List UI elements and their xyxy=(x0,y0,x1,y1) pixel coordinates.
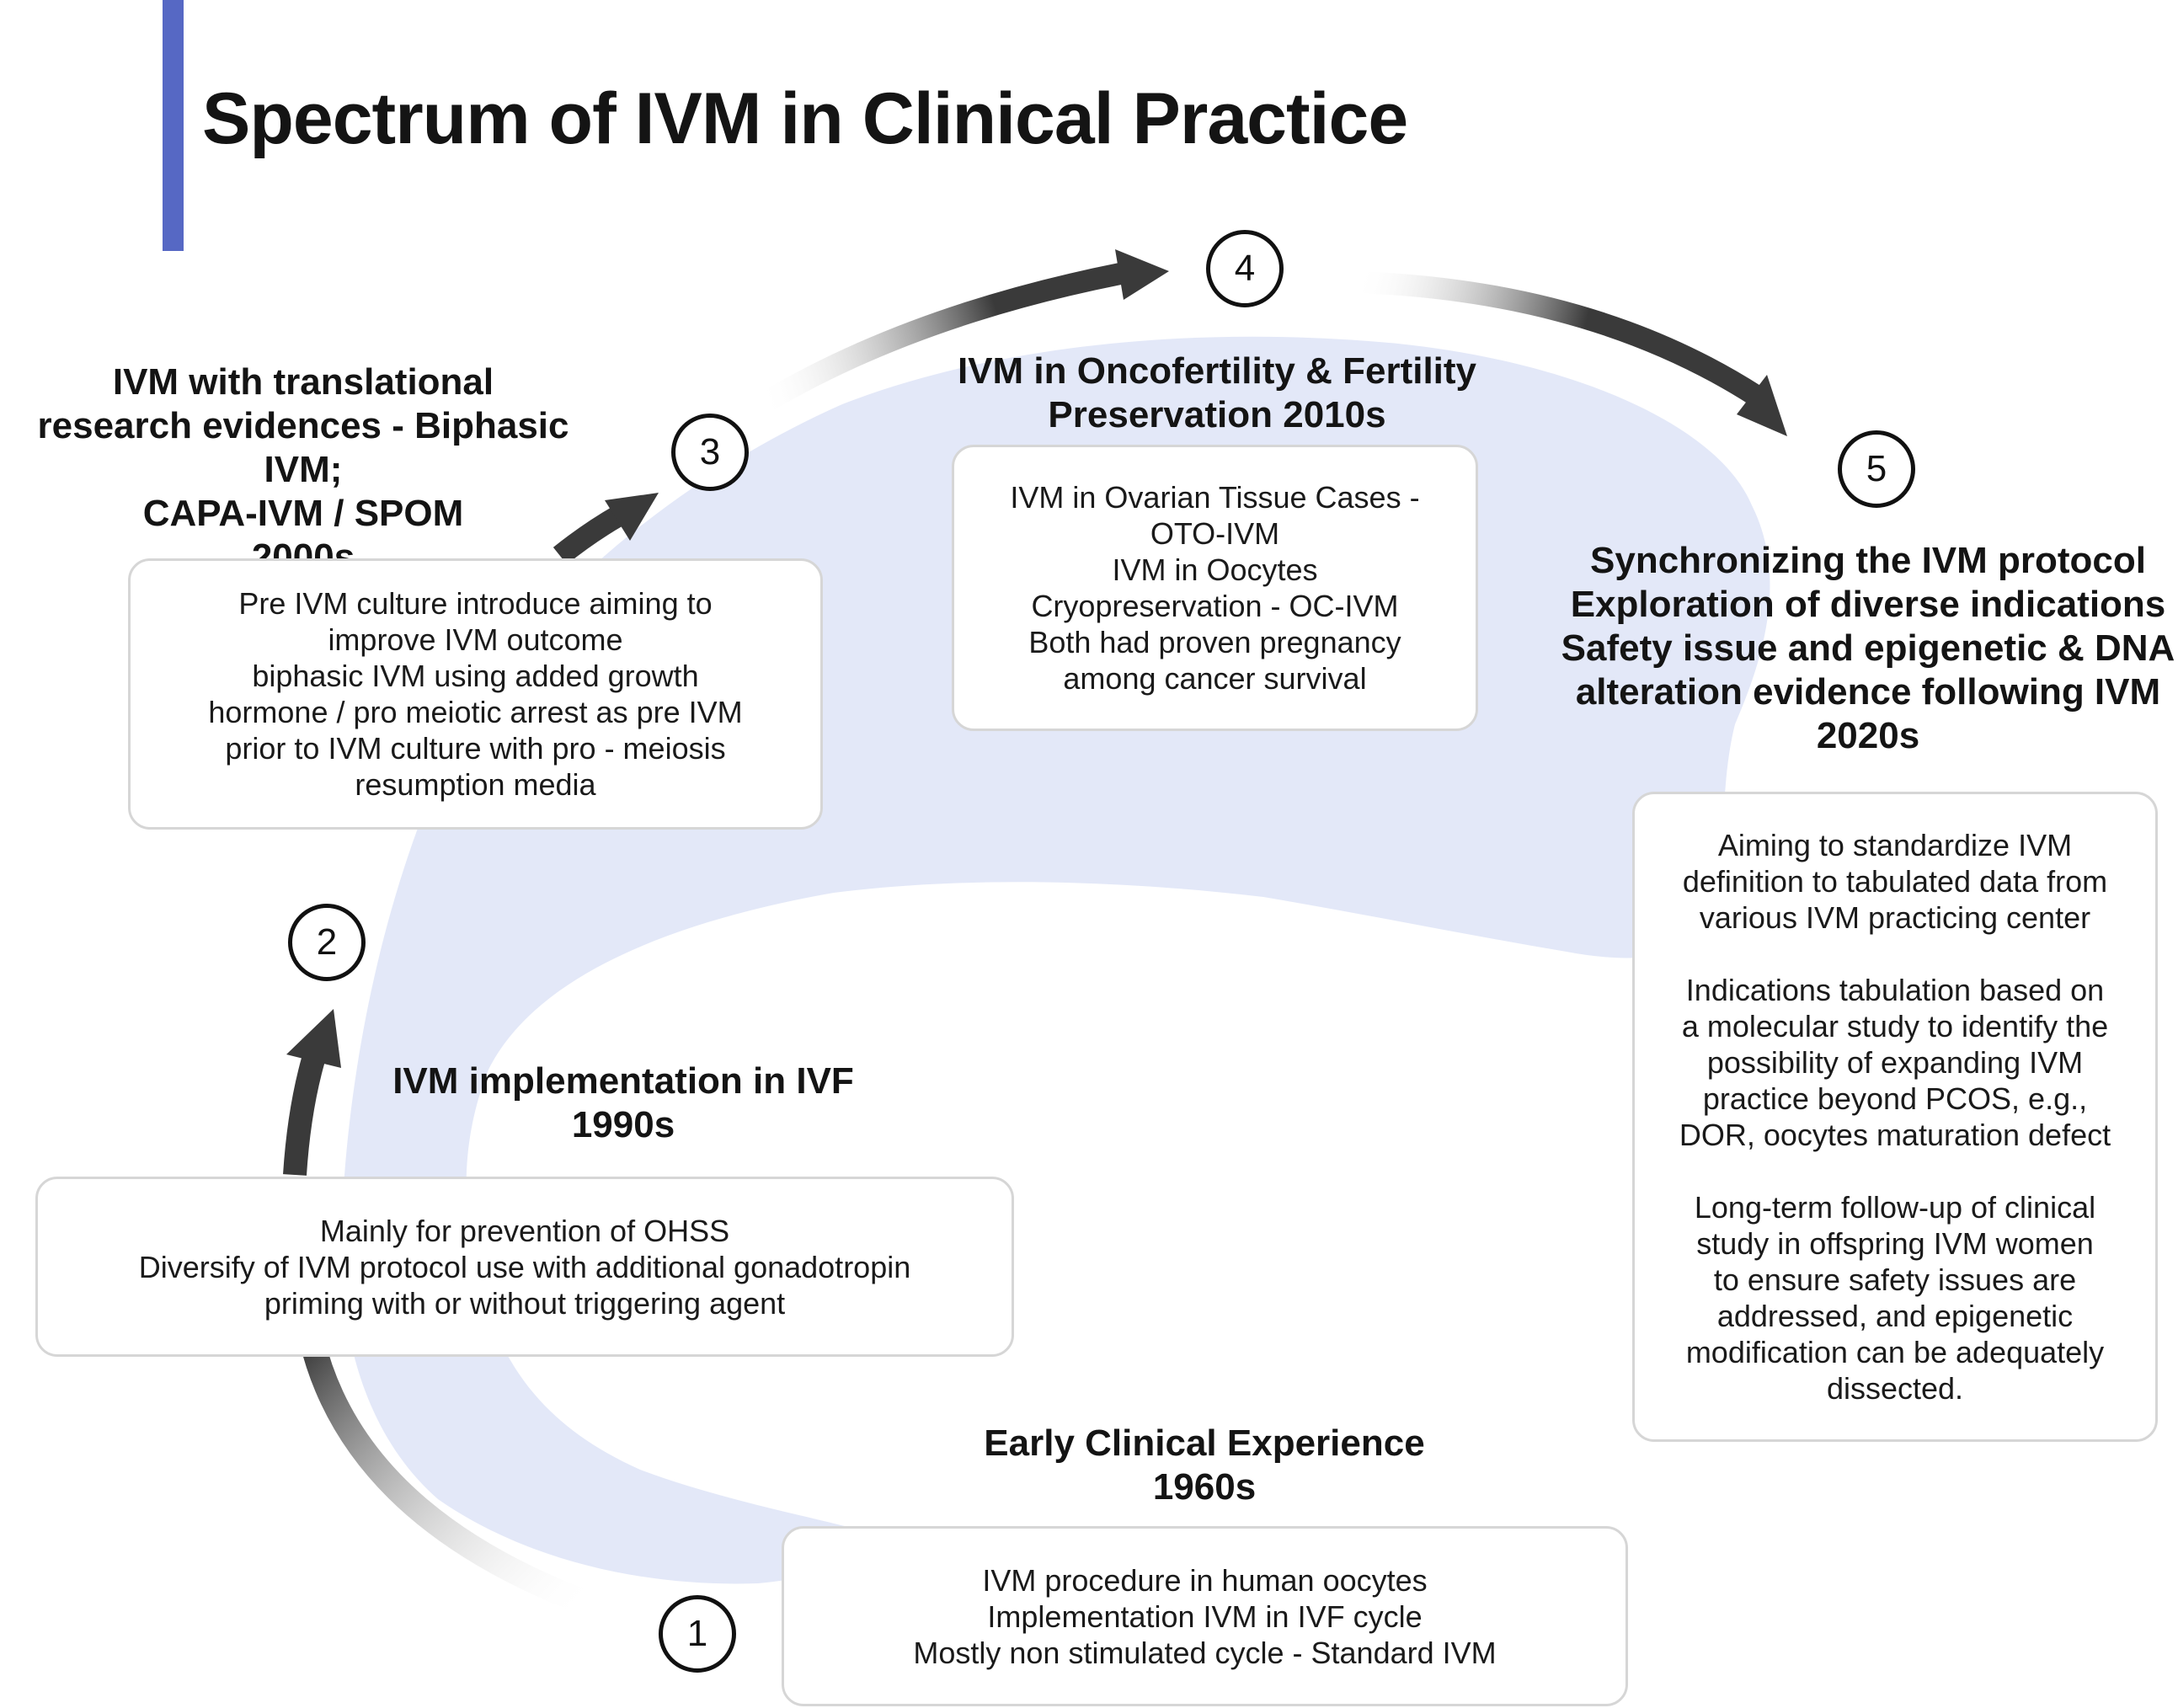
arrow-2-head xyxy=(286,1009,341,1068)
stage-2-number: 2 xyxy=(288,904,366,981)
stage-1-heading: Early Clinical Experience 1960s xyxy=(984,1422,1425,1508)
arrow-3-to-4 xyxy=(756,263,1123,414)
stage-1-box: IVM procedure in human oocytes Implement… xyxy=(782,1526,1628,1706)
arrow-4-head xyxy=(1115,249,1169,300)
stage-2-box: Mainly for prevention of OHSS Diversify … xyxy=(35,1177,1014,1357)
stage-4-heading: IVM in Oncofertility & Fertility Preserv… xyxy=(957,350,1477,435)
stage-2-heading: IVM implementation in IVF 1990s xyxy=(392,1060,854,1145)
page-title: Spectrum of IVM in Clinical Practice xyxy=(202,78,1408,159)
stage-4-description: IVM in Ovarian Tissue Cases - OTO-IVM IV… xyxy=(1010,480,1420,696)
stage-5-heading: Synchronizing the IVM protocol Explorati… xyxy=(1561,540,2175,756)
stage-1-number: 1 xyxy=(659,1595,736,1673)
stage-1-description: IVM procedure in human oocytes Implement… xyxy=(913,1562,1497,1670)
title-accent-bar xyxy=(163,0,184,251)
stage-5-number: 5 xyxy=(1838,430,1915,508)
arrow-5-head xyxy=(1737,375,1787,436)
arrow-2-to-3-lower xyxy=(283,1056,325,1176)
stage-2-description: Mainly for prevention of OHSS Diversify … xyxy=(138,1213,911,1321)
stage-5-box: Aiming to standardize IVM definition to … xyxy=(1632,792,2158,1442)
stage-4-box: IVM in Ovarian Tissue Cases - OTO-IVM IV… xyxy=(952,445,1478,731)
stage-3-box: Pre IVM culture introduce aiming to impr… xyxy=(128,558,823,830)
stage-4-number: 4 xyxy=(1206,230,1284,307)
arrow-3-head xyxy=(605,493,659,541)
stage-3-number: 3 xyxy=(671,414,749,491)
stage-3-heading: IVM with translational research evidence… xyxy=(37,361,569,578)
stage-3-description: Pre IVM culture introduce aiming to impr… xyxy=(208,586,743,802)
arrow-3-stub xyxy=(553,505,625,565)
arrow-1-to-2 xyxy=(299,1336,595,1617)
arrow-4-to-5 xyxy=(1355,271,1763,405)
stage-5-description: Aiming to standardize IVM definition to … xyxy=(1679,828,2111,1406)
